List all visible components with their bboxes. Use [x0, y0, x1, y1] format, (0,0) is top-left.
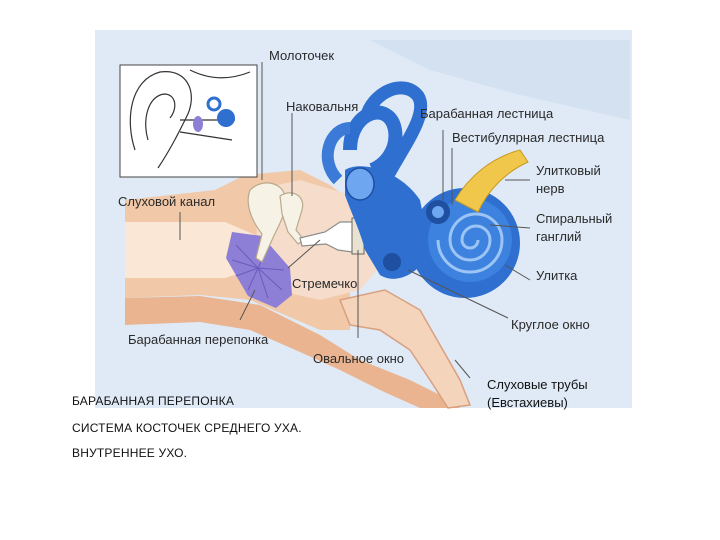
label-scala-tympani: Барабанная лестница: [420, 106, 554, 121]
label-cochlear-nerve-line2: нерв: [536, 181, 565, 196]
label-cochlear-nerve-line1: Улитковый: [536, 163, 601, 178]
label-malleus: Молоточек: [269, 48, 334, 63]
caption-ossicles: СИСТЕМА КОСТОЧЕК СРЕДНЕГО УХА.: [72, 421, 302, 435]
label-ear-canal: Слуховой канал: [118, 194, 215, 209]
label-oval-window: Овальное окно: [313, 351, 404, 366]
tubes-line1: Слуховые трубы: [487, 376, 588, 394]
eustachian-tubes-label: Слуховые трубы (Евстахиевы): [487, 376, 588, 412]
label-round-window: Круглое окно: [511, 317, 590, 332]
label-eardrum: Барабанная перепонка: [128, 332, 269, 347]
label-incus: Наковальня: [286, 99, 358, 114]
inset-frame: [120, 65, 257, 177]
inset-cochlea: [217, 109, 235, 127]
label-spiral-ganglion-line2: ганглий: [536, 229, 581, 244]
caption-eardrum: БАРАБАННАЯ ПЕРЕПОНКА: [72, 394, 234, 408]
label-scala-vestibuli: Вестибулярная лестница: [452, 130, 605, 145]
label-stapes: Стремечко: [292, 276, 357, 291]
caption-inner-ear: ВНУТРЕННЕЕ УХО.: [72, 446, 187, 460]
tubes-line2: (Евстахиевы): [487, 394, 588, 412]
label-spiral-ganglion-line1: Спиральный: [536, 211, 612, 226]
label-cochlea: Улитка: [536, 268, 578, 283]
inset-eardrum: [193, 116, 203, 132]
